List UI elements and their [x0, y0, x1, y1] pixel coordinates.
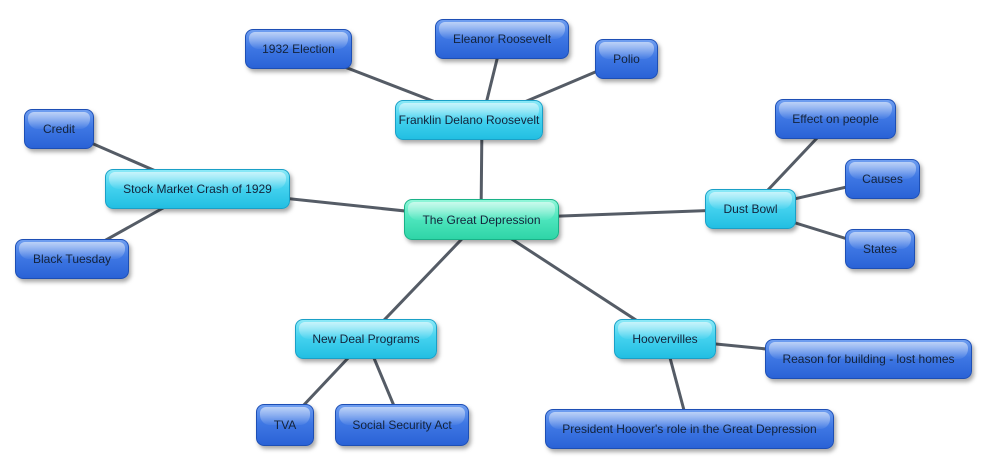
- branch-node-hoovervilles[interactable]: Hoovervilles: [614, 319, 716, 359]
- leaf-node-causes[interactable]: Causes: [845, 159, 920, 199]
- branch-node-label: New Deal Programs: [312, 332, 420, 346]
- leaf-node-label: 1932 Election: [262, 42, 335, 56]
- leaf-node-tva[interactable]: TVA: [256, 404, 314, 446]
- branch-node-dust-bowl[interactable]: Dust Bowl: [705, 189, 796, 229]
- leaf-node-label: Social Security Act: [352, 418, 452, 432]
- center-node-label: The Great Depression: [422, 212, 541, 227]
- leaf-node-label: TVA: [273, 418, 297, 432]
- leaf-node-label: Credit: [42, 122, 75, 136]
- leaf-node-label: Eleanor Roosevelt: [452, 32, 552, 46]
- leaf-node-label: States: [862, 242, 898, 256]
- leaf-node-credit[interactable]: Credit: [24, 109, 94, 149]
- leaf-node-label: Black Tuesday: [32, 252, 112, 266]
- branch-node-label: Dust Bowl: [723, 202, 778, 216]
- leaf-node-eleanor-roosevelt[interactable]: Eleanor Roosevelt: [435, 19, 569, 59]
- leaf-node-label: Reason for building - lost homes: [782, 352, 955, 366]
- branch-node-new-deal[interactable]: New Deal Programs: [295, 319, 437, 359]
- branch-node-label: Stock Market Crash of 1929: [123, 182, 272, 196]
- leaf-node-label: Effect on people: [792, 112, 879, 126]
- leaf-node-1932-election[interactable]: 1932 Election: [245, 29, 352, 69]
- leaf-node-hoover-role[interactable]: President Hoover's role in the Great Dep…: [545, 409, 834, 449]
- leaf-node-label: President Hoover's role in the Great Dep…: [562, 422, 817, 436]
- leaf-node-effect-on-people[interactable]: Effect on people: [775, 99, 896, 139]
- branch-node-label: Franklin Delano Roosevelt: [398, 113, 540, 127]
- leaf-node-polio[interactable]: Polio: [595, 39, 658, 79]
- leaf-node-social-security-act[interactable]: Social Security Act: [335, 404, 469, 446]
- branch-node-stock-market-crash[interactable]: Stock Market Crash of 1929: [105, 169, 290, 209]
- leaf-node-reason-for-building[interactable]: Reason for building - lost homes: [765, 339, 972, 379]
- center-node-great-depression[interactable]: The Great Depression: [404, 199, 559, 240]
- branch-node-label: Hoovervilles: [632, 332, 698, 346]
- branch-node-fdr[interactable]: Franklin Delano Roosevelt: [395, 100, 543, 140]
- leaf-node-label: Polio: [613, 52, 640, 66]
- leaf-node-label: Causes: [862, 172, 903, 186]
- leaf-node-black-tuesday[interactable]: Black Tuesday: [15, 239, 129, 279]
- leaf-node-states[interactable]: States: [845, 229, 915, 269]
